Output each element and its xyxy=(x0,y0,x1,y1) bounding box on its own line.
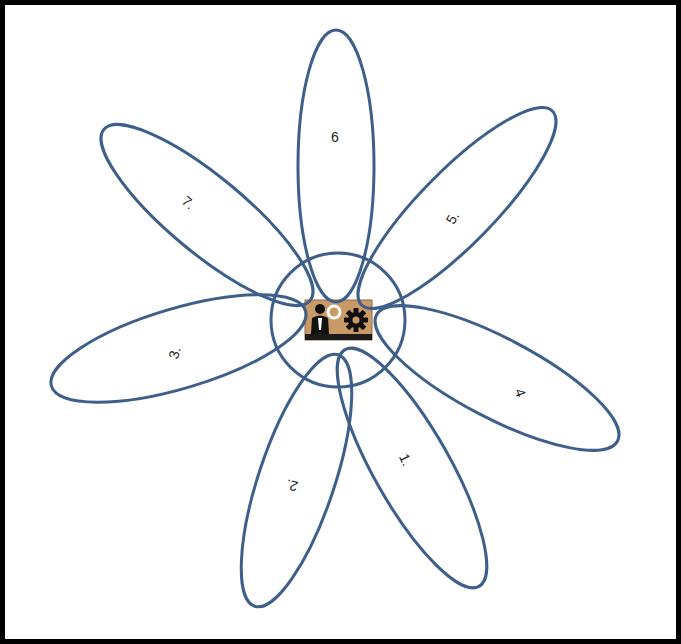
petal-ellipse xyxy=(298,30,374,302)
petal-number: 5. xyxy=(443,209,462,227)
petal: 2. xyxy=(164,348,429,613)
center-circle xyxy=(271,253,405,387)
frame-border xyxy=(3,3,679,642)
petal-number: 3. xyxy=(166,345,184,360)
petal-outline xyxy=(361,242,633,514)
petal: 6 xyxy=(200,30,472,302)
petal-outline xyxy=(73,81,341,349)
petal-ellipse xyxy=(358,280,636,477)
petal-ellipse xyxy=(218,342,374,617)
petal-number: 2. xyxy=(284,476,299,494)
petal-ellipse xyxy=(312,331,512,605)
petal-number: 7. xyxy=(179,193,198,212)
petal-ellipse xyxy=(335,85,578,331)
petal-number: 6 xyxy=(331,130,339,145)
petal: 1. xyxy=(276,332,548,604)
petal-outline xyxy=(276,332,548,604)
petal: 4 xyxy=(361,242,633,514)
petal-ellipse xyxy=(40,272,317,424)
team-gear-icon xyxy=(305,300,372,340)
petal-outline xyxy=(200,30,472,302)
petal-number: 4 xyxy=(511,387,528,400)
petal: 5. xyxy=(321,72,593,344)
petal-ellipse xyxy=(80,100,335,330)
petal: 3. xyxy=(46,216,311,481)
petal-number: 1. xyxy=(396,451,415,468)
petal: 7. xyxy=(73,81,341,349)
petal-outline xyxy=(321,72,593,344)
